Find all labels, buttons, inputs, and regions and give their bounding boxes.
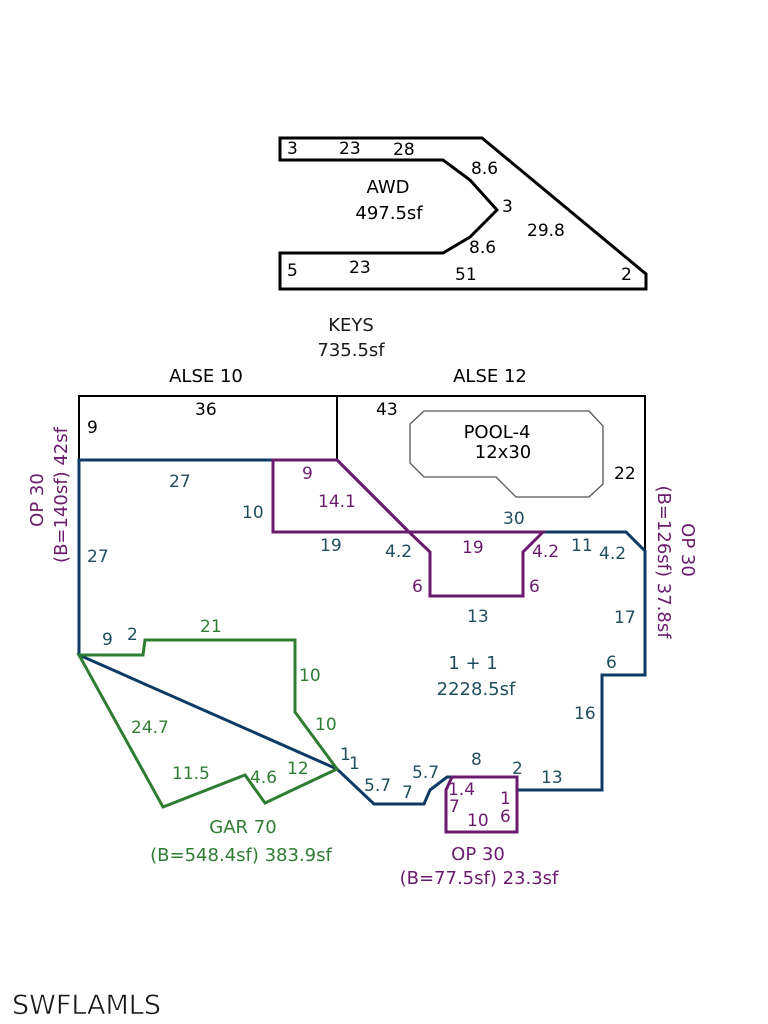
op-bottom-name: OP 30: [451, 844, 505, 865]
awd-dim-23-bottom: 23: [349, 258, 371, 278]
pool-size: 12x30: [475, 442, 531, 463]
op-right-label: OP 30 (B=126sf) 37.8sf: [653, 485, 698, 639]
main-dim-5.7-left: 5.7: [364, 776, 391, 796]
awd-dim-3-top: 3: [287, 139, 298, 159]
lanai-dim-4.2-mid: 4.2: [532, 542, 559, 562]
pool-outline: [409, 410, 604, 498]
awd-outline: [278, 136, 648, 291]
op-bottom-dim-7: 7: [449, 797, 460, 817]
main-dim-16: 16: [574, 704, 596, 724]
main-area: 2228.5sf: [437, 679, 516, 700]
op-bottom-dim-6: 6: [500, 807, 511, 827]
alse12-dim-22: 22: [614, 464, 636, 484]
gar-dim-4.6: 4.6: [250, 768, 277, 788]
main-dim-30: 30: [503, 509, 525, 529]
op-left-label: OP 30 (B=140sf) 42sf: [27, 426, 72, 563]
main-dim-5.7-right: 5.7: [412, 763, 439, 783]
gar-dim-11.5: 11.5: [172, 764, 210, 784]
main-dim-6: 6: [606, 653, 617, 673]
op-right-line1: OP 30: [677, 523, 698, 577]
op-bottom-outline: [444, 775, 519, 834]
op-bottom-dim-10: 10: [467, 811, 489, 831]
main-dim-1-b: 1: [349, 754, 360, 774]
gar-dim-24.7: 24.7: [131, 718, 169, 738]
main-dim-27-top: 27: [169, 472, 191, 492]
garage-outline: [76, 638, 340, 809]
op-bottom-area: 1.4 7 1 10 6 OP 30 (B=77.5sf) 23.3sf: [400, 775, 559, 889]
awd-dim-28: 28: [393, 140, 415, 160]
keys-name: KEYS: [328, 315, 374, 336]
lanai-dim-19-mid: 19: [462, 538, 484, 558]
main-dim-17: 17: [614, 608, 636, 628]
op-right-line2: (B=126sf) 37.8sf: [653, 485, 674, 639]
op-bottom-area-text: (B=77.5sf) 23.3sf: [400, 868, 559, 889]
keys-label: KEYS 735.5sf: [317, 315, 385, 361]
main-dim-7: 7: [402, 783, 413, 803]
gar-dim-10-top: 10: [299, 666, 321, 686]
main-dim-1-a: 1: [340, 745, 351, 765]
pool: POOL-4 12x30: [409, 410, 604, 498]
lanai-notch-outline: [407, 530, 547, 598]
lanai-dim-6-right: 6: [529, 577, 540, 597]
gar-dim-10-bottom: 10: [315, 715, 337, 735]
lanai-dim-4.2-left: 4.2: [385, 542, 412, 562]
gar-name: GAR 70: [209, 817, 276, 838]
gar-dim-9: 9: [102, 630, 113, 650]
lanai-dim-14.1: 14.1: [318, 492, 356, 512]
op-left-line2: (B=140sf) 42sf: [51, 426, 72, 563]
alse-outline: [78, 395, 646, 551]
awd-dim-51: 51: [455, 265, 477, 285]
alse10-dim-36: 36: [195, 400, 217, 420]
alse-sections: ALSE 10 ALSE 12 36 9 43 22: [78, 366, 646, 552]
main-dim-11: 11: [571, 536, 593, 556]
lanai-dim-6-left: 6: [412, 577, 423, 597]
gar-dim-12: 12: [287, 759, 309, 779]
awd-dim-5: 5: [287, 261, 298, 281]
garage-area: 9 2 21 10 10 24.7 11.5 4.6 12 GAR 70 (B=…: [76, 617, 340, 866]
main-dim-13: 13: [541, 768, 563, 788]
awd-name: AWD: [367, 177, 410, 198]
awd-dim-23-top: 23: [339, 139, 361, 159]
main-outline: [77, 458, 647, 806]
main-dim-8: 8: [471, 750, 482, 770]
alse10-dim-9: 9: [87, 418, 98, 438]
main-dim-4.2-right: 4.2: [599, 544, 626, 564]
awd-dim-8.6-top: 8.6: [471, 159, 498, 179]
keys-area: 735.5sf: [317, 340, 385, 361]
main-living-area: 27 27 30 17 6 16 13 2 8 5.7 7 5.7 1 1 11…: [77, 458, 647, 806]
gar-dim-2: 2: [127, 625, 138, 645]
op-left-line1: OP 30: [27, 473, 48, 527]
lanai-dim-19-left: 19: [320, 536, 342, 556]
op-bottom-dim-1.4: 1.4: [448, 780, 475, 800]
awd-dim-8.6-bottom: 8.6: [469, 238, 496, 258]
lanai-area: 9 14.1 10 19 4.2 19 4.2 6 6 13: [242, 458, 559, 627]
alse12-label: ALSE 12: [453, 366, 527, 387]
lanai-dim-13: 13: [467, 607, 489, 627]
watermark: SWFLAMLS: [12, 990, 161, 1021]
gar-dim-21: 21: [200, 617, 222, 637]
awd-dim-3-mid: 3: [502, 197, 513, 217]
main-dim-27-left: 27: [87, 547, 109, 567]
awd-area: 497.5sf: [355, 203, 423, 224]
main-name: 1 + 1: [448, 653, 497, 674]
main-dim-2: 2: [512, 759, 523, 779]
lanai-dim-9: 9: [302, 464, 313, 484]
awd-dim-29.8: 29.8: [527, 221, 565, 241]
lanai-dim-10: 10: [242, 503, 264, 523]
op-bottom-dim-1: 1: [500, 789, 511, 809]
awd-section: 3 23 28 8.6 3 29.8 8.6 5 23 51 2 AWD 497…: [278, 136, 648, 291]
pool-label: POOL-4: [464, 422, 531, 443]
gar-area: (B=548.4sf) 383.9sf: [150, 845, 332, 866]
alse12-dim-43: 43: [376, 400, 398, 420]
alse10-label: ALSE 10: [169, 366, 243, 387]
awd-dim-2: 2: [621, 265, 632, 285]
